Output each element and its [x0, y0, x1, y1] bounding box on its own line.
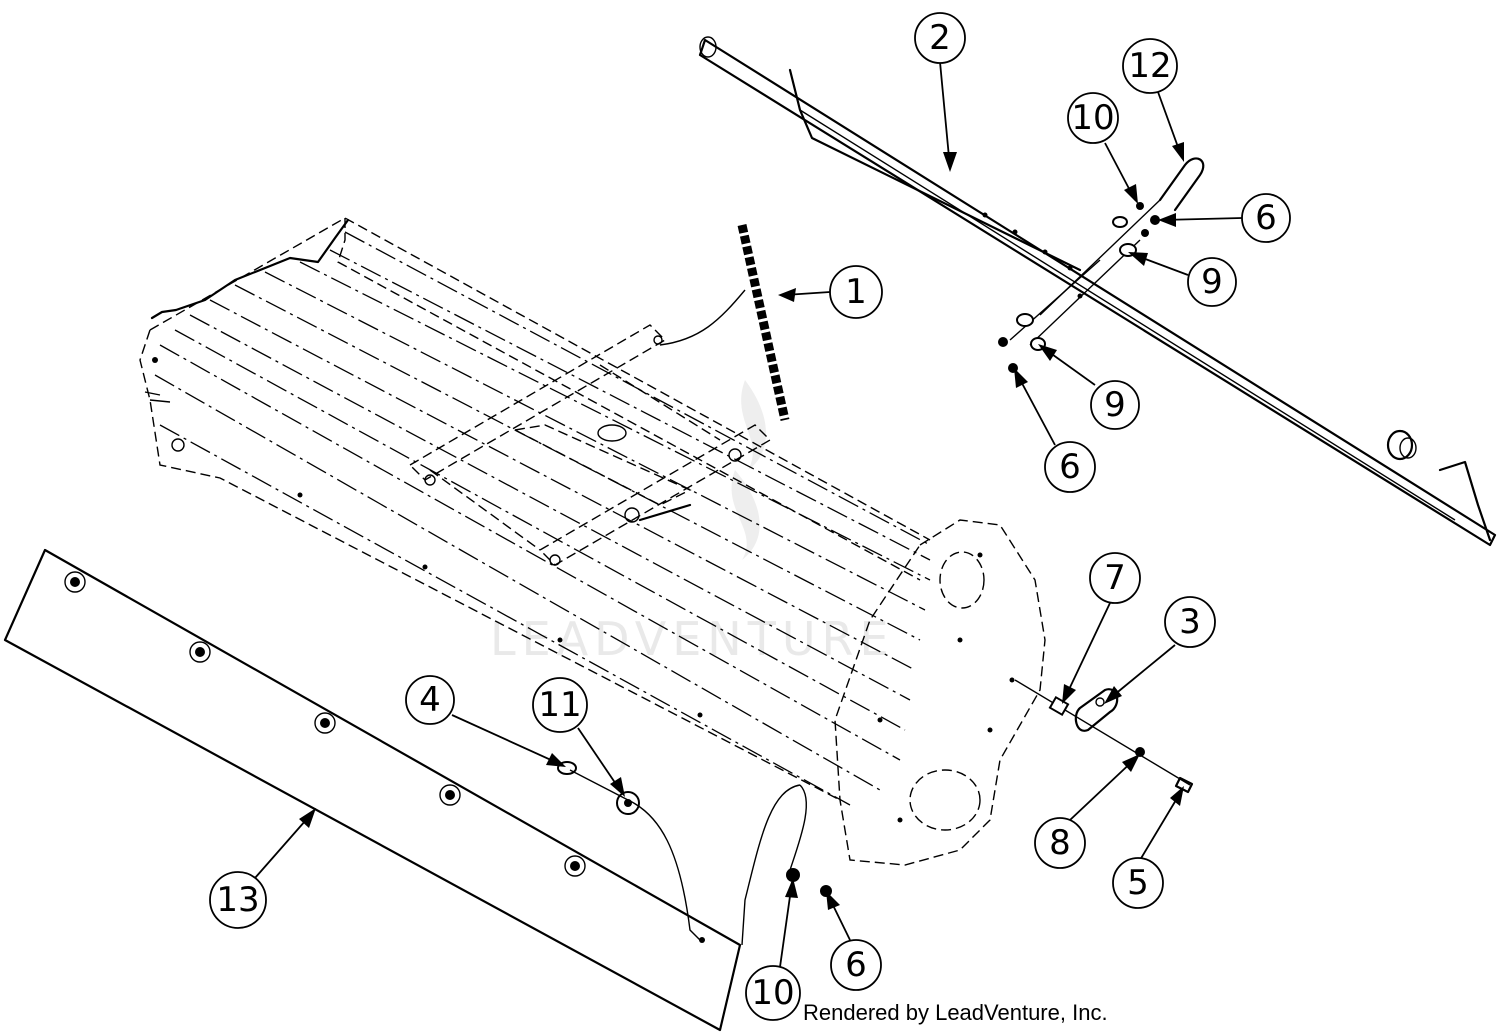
- callout-11-label: 11: [538, 685, 581, 725]
- side-plate: [834, 519, 1046, 866]
- part-1-chain: [737, 224, 790, 421]
- callout-3: 3: [1104, 596, 1216, 704]
- callout-5-label: 5: [1127, 863, 1149, 903]
- part-12-u-bolt: [1158, 157, 1205, 212]
- callout-9-upper-label: 9: [1201, 262, 1223, 302]
- callout-4-label: 4: [419, 680, 441, 720]
- callout-11: 11: [532, 677, 625, 797]
- callout-2-label: 2: [929, 18, 951, 58]
- callout-10-lower: 10: [745, 878, 801, 1021]
- callout-2: 2: [914, 12, 966, 172]
- callout-1-label: 1: [845, 272, 867, 312]
- callout-12-label: 12: [1128, 46, 1171, 86]
- callout-6-lower-label: 6: [845, 945, 867, 985]
- callout-10-upper: 10: [1067, 92, 1138, 204]
- callout-6-upper: 6: [1158, 193, 1291, 243]
- callout-9-lower: 9: [1038, 344, 1140, 430]
- part-2-shield-bar: [698, 36, 1497, 547]
- callout-9-lower-label: 9: [1104, 385, 1126, 425]
- watermark: LEADVENTURE: [490, 380, 895, 666]
- callout-9-upper: 9: [1128, 252, 1237, 307]
- callout-8-label: 8: [1049, 823, 1071, 863]
- render-credit: Rendered by LeadVenture, Inc.: [803, 1000, 1108, 1025]
- hardware-right: [1014, 679, 1194, 794]
- callout-6-middle: 6: [1014, 368, 1096, 493]
- callout-7-label: 7: [1104, 558, 1126, 598]
- callout-6-middle-label: 6: [1059, 447, 1081, 487]
- callout-10-upper-label: 10: [1071, 98, 1114, 138]
- callout-3-label: 3: [1179, 602, 1201, 642]
- callout-1: 1: [778, 265, 883, 319]
- watermark-text: LEADVENTURE: [490, 612, 895, 666]
- callout-5: 5: [1112, 786, 1184, 909]
- callout-13-label: 13: [216, 880, 259, 920]
- callout-10-lower-label: 10: [751, 973, 794, 1013]
- callout-4: 4: [405, 675, 566, 767]
- hitch-frame: [408, 289, 772, 566]
- part-13-flap: [3, 548, 742, 1032]
- callout-6-upper-label: 6: [1255, 198, 1277, 238]
- callout-13: 13: [209, 808, 316, 929]
- callout-7: 7: [1062, 552, 1141, 704]
- callout-6-lower: 6: [826, 891, 882, 991]
- hardware-upper: [998, 199, 1161, 373]
- callout-12: 12: [1122, 38, 1184, 162]
- callout-8: 8: [1034, 754, 1140, 869]
- hardware-lower: [557, 761, 832, 946]
